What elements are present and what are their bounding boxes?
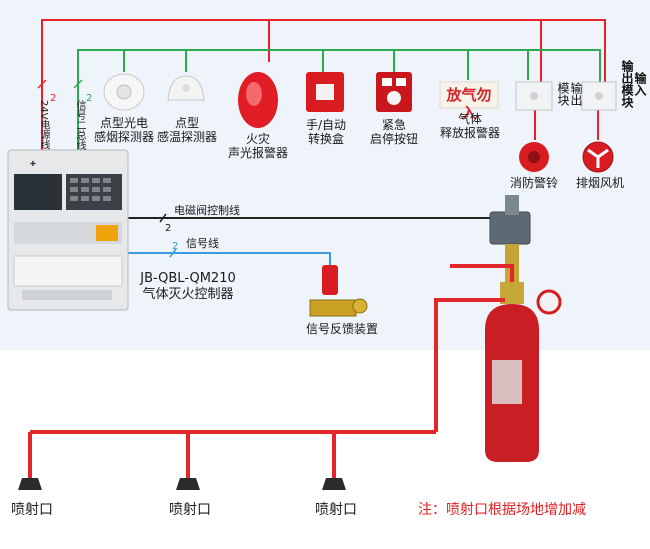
emergency-button-label: 紧急 启停按钮 <box>369 118 418 146</box>
wire-count-a: 2 <box>50 93 57 104</box>
heat-detector-icon <box>167 75 205 101</box>
feedback-device-label: 信号反馈装置 <box>305 322 378 336</box>
exhaust-fan-icon <box>582 141 614 173</box>
nozzle-3-label: 喷射口 <box>315 502 357 518</box>
signal-bus-wires <box>77 49 601 150</box>
feedback-device-icon <box>309 265 368 317</box>
wire-count-d: 2 <box>172 241 179 252</box>
discharge-piping <box>28 264 514 478</box>
gas-cylinder-icon <box>485 282 539 462</box>
signal-bus-label: 信号二总线 <box>74 100 85 150</box>
smoke-detector-icon <box>103 73 145 111</box>
output-module-label: 输出 模块 <box>556 82 583 106</box>
manual-auto-switch-label: 手/自动 转换盒 <box>305 118 347 146</box>
sound-light-alarm-icon <box>238 72 278 128</box>
emergency-button-icon <box>376 72 412 112</box>
wire-slash-marks <box>37 79 177 258</box>
svg-text:✚: ✚ <box>30 160 36 168</box>
io-module-icon <box>581 81 617 111</box>
nozzle-note: 注：喷射口根据场地增加减 <box>418 502 586 518</box>
heat-detector-label: 点型 感温探测器 <box>156 116 217 144</box>
gas-release-sign-text: 放气勿入 <box>446 86 492 122</box>
output-module-icon <box>515 81 553 111</box>
smoke-detector-label: 点型光电 感烟探测器 <box>93 116 154 144</box>
io-module-label: 输入 输出模块 <box>620 60 647 108</box>
wire-count-c: 2 <box>165 223 172 234</box>
controller-lcd <box>14 174 62 210</box>
gas-release-sign-panel <box>439 81 499 109</box>
pressure-gauge-icon <box>536 289 562 315</box>
power-line-label: 24V电源线 <box>38 100 49 150</box>
controller-cabinet: ✚ <box>7 149 129 311</box>
signal-line-label: 信号线 <box>186 237 219 250</box>
exhaust-fan-label: 排烟风机 <box>575 176 624 190</box>
solenoid-line-label: 电磁阀控制线 <box>174 204 240 217</box>
wire-count-b: 2 <box>86 93 93 104</box>
controller-name-label: 气体灭火控制器 <box>142 287 234 302</box>
nozzle-2-label: 喷射口 <box>169 502 211 518</box>
sound-light-alarm-label: 火灾 声光报警器 <box>227 132 288 160</box>
nozzle-1-label: 喷射口 <box>11 502 53 518</box>
manual-auto-switch-icon <box>306 72 344 112</box>
nozzle-heads <box>18 478 346 490</box>
fire-bell-label: 消防警铃 <box>509 176 558 190</box>
controller-model-label: JB-QBL-QM210 <box>140 271 236 286</box>
fire-bell-icon <box>519 142 549 172</box>
gas-release-alarm-label: 气体 释放报警器 <box>439 112 500 140</box>
signal-line-wire <box>120 252 331 265</box>
